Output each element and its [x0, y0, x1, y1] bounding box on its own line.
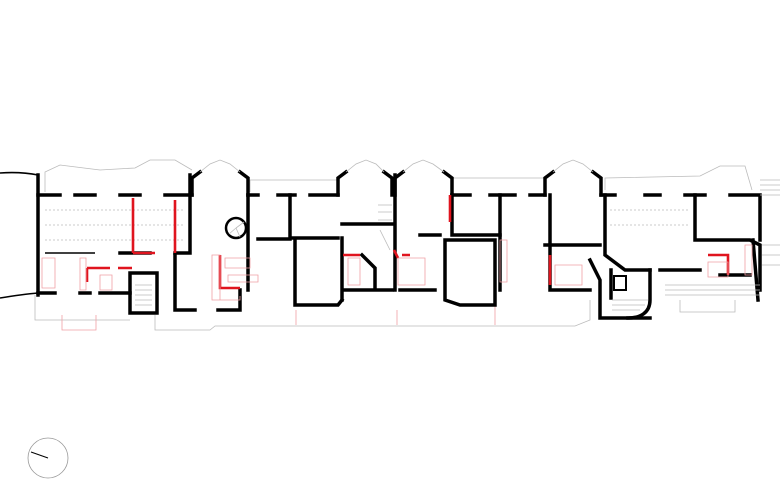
walls — [36, 173, 762, 320]
north-arrow-icon — [27, 437, 69, 479]
ceiling-lines — [45, 209, 690, 241]
neighbour-building-outline — [0, 171, 39, 299]
spiral-stair — [224, 216, 248, 240]
new-walls — [85, 195, 730, 290]
stairs — [135, 179, 780, 311]
furniture — [41, 239, 753, 301]
